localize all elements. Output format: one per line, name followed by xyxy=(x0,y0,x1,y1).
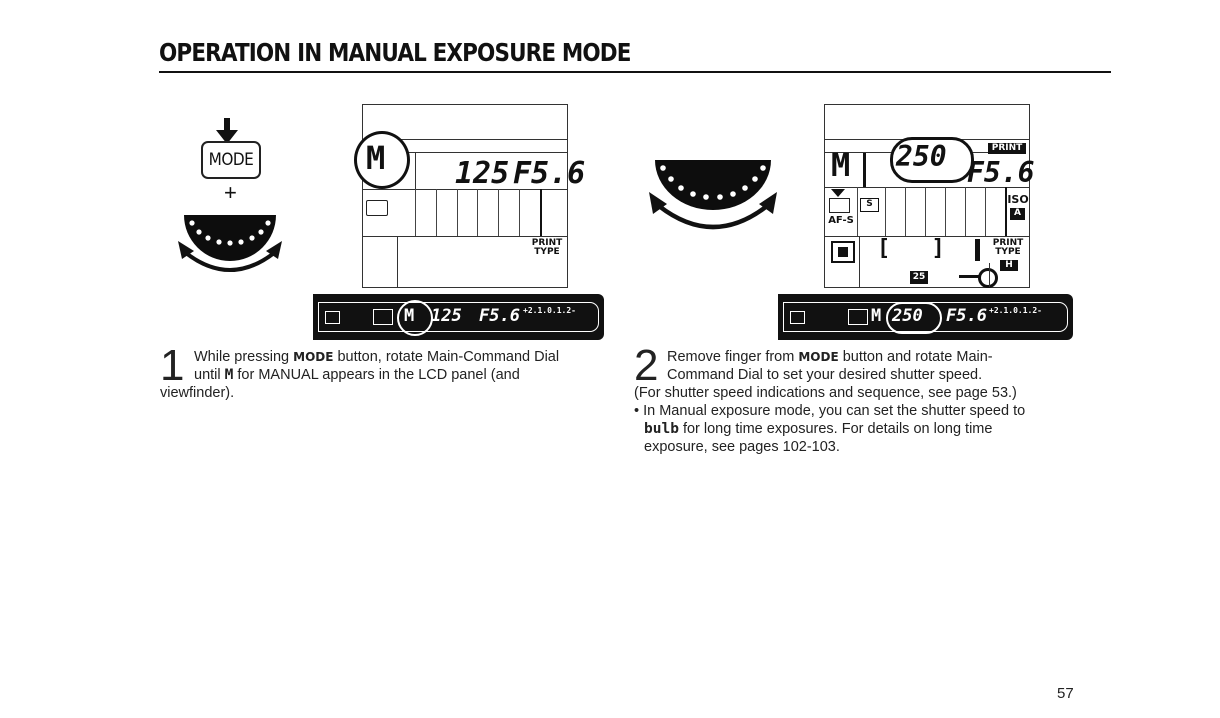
mode-button: MODE xyxy=(201,141,261,179)
focus-area-icon xyxy=(829,198,850,213)
lcd-mode-value: M xyxy=(831,146,851,184)
viewfinder-display-step2: M 250 F5.6 +2.1.0.1.2- xyxy=(778,294,1073,340)
step1-instruction-line3: viewfinder). xyxy=(160,385,235,401)
plus-sign: + xyxy=(224,180,237,205)
af-mode-label: AF-S xyxy=(828,215,854,226)
lcd-brackets: [ ] xyxy=(877,236,959,261)
iso-label: ISO xyxy=(1007,193,1029,206)
bullet-icon: • xyxy=(634,403,640,419)
single-servo-indicator: S xyxy=(860,198,879,212)
step2-bullet: • In Manual exposure mode, you can set t… xyxy=(634,403,1026,419)
step2-bullet-line3: exposure, see pages 102-103. xyxy=(644,439,840,455)
step1-instruction-line2: until M for MANUAL appears in the LCD pa… xyxy=(194,367,520,383)
mode-button-label: MODE xyxy=(208,150,254,170)
vf-aperture-value: F5.6 xyxy=(946,306,987,326)
matrix-metering-icon xyxy=(373,309,393,325)
step-number: 2 xyxy=(634,341,659,390)
caret-down-icon xyxy=(831,189,845,197)
focus-bracket-icon xyxy=(790,311,805,324)
matrix-metering-icon xyxy=(848,309,868,325)
vf-shutter-value: 250 xyxy=(892,306,923,326)
vf-aperture-value: F5.6 xyxy=(479,306,520,326)
step-number: 1 xyxy=(160,341,185,390)
print-type-value: H xyxy=(1000,260,1018,271)
lcd-shutter-value: 250 xyxy=(896,140,947,173)
command-dial-icon xyxy=(649,160,777,230)
matrix-metering-icon xyxy=(831,241,855,263)
film-icon xyxy=(366,200,388,216)
lcd-aperture-value: F5.6 xyxy=(967,156,1035,189)
page-number: 57 xyxy=(1057,685,1074,702)
viewfinder-display-step1: M 125 F5.6 +2.1.0.1.2- xyxy=(313,294,604,340)
vf-mode-value: M xyxy=(404,306,415,326)
iso-auto-indicator: A xyxy=(1010,208,1025,220)
lcd-shutter-value: 125 xyxy=(455,156,510,191)
title-rule xyxy=(159,71,1111,73)
step2-instruction: Remove finger from MODE button and rotat… xyxy=(667,349,993,365)
step2-instruction-line2: Command Dial to set your desired shutter… xyxy=(667,367,983,383)
down-arrow-icon xyxy=(216,118,238,144)
lcd-aperture-value: F5.6 xyxy=(513,156,586,191)
step2-reference-note: (For shutter speed indications and seque… xyxy=(634,385,1017,401)
vf-mode-value: M xyxy=(871,306,882,326)
vf-shutter-value: 125 xyxy=(431,306,462,326)
step2-bullet-line2: bulb for long time exposures. For detail… xyxy=(644,421,993,437)
print-indicator: PRINT xyxy=(988,143,1026,154)
frame-counter: 25 xyxy=(910,271,928,284)
shutter-speed-highlight xyxy=(890,137,974,183)
command-dial-icon xyxy=(178,215,282,272)
vf-exposure-scale: +2.1.0.1.2- xyxy=(523,306,576,315)
step1-instruction: While pressing MODE button, rotate Main-… xyxy=(194,349,560,365)
lcd-mode-value: M xyxy=(366,139,386,177)
page-title: OPERATION IN MANUAL EXPOSURE MODE xyxy=(159,38,631,67)
focus-bracket-icon xyxy=(325,311,340,324)
vf-exposure-scale: +2.1.0.1.2- xyxy=(989,306,1042,315)
mode-indicator-highlight xyxy=(354,131,410,189)
self-timer-icon xyxy=(978,268,998,288)
